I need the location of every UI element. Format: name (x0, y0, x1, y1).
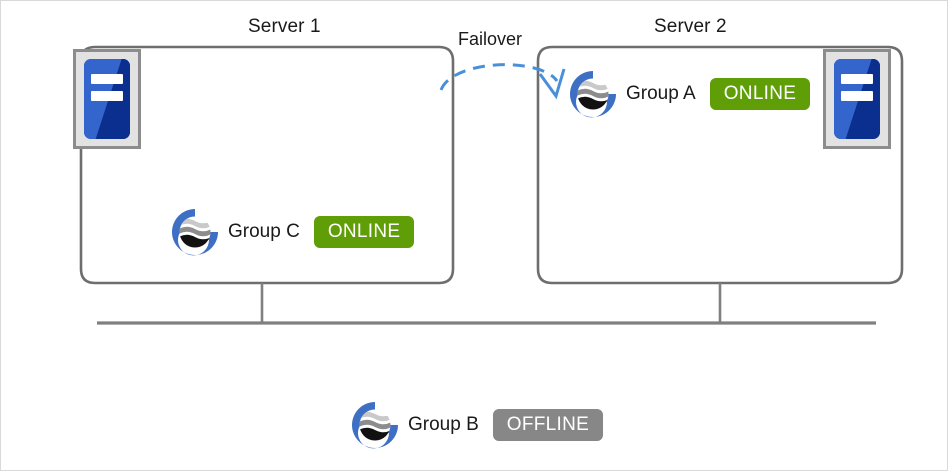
resource-group-row[interactable]: Group C ONLINE (169, 206, 415, 258)
resource-group-label: Group B (408, 414, 479, 435)
server-icon (73, 49, 141, 149)
resource-group-label: Group A (626, 83, 696, 104)
status-badge: OFFLINE (492, 409, 604, 441)
resource-group-icon (352, 402, 398, 449)
server-slot-bar (841, 91, 873, 101)
resource-group-icon (570, 71, 616, 118)
resource-group-row[interactable]: Group A ONLINE (567, 68, 811, 120)
server-chassis (834, 59, 880, 139)
status-badge: ONLINE (709, 78, 811, 110)
server-slot-bar (841, 74, 873, 84)
resource-group-icon (172, 209, 218, 256)
server-slot-bar (91, 91, 123, 101)
server-1-title: Server 1 (248, 16, 321, 37)
failover-label: Failover (458, 29, 523, 49)
resource-group-label: Group C (228, 221, 300, 242)
server-icon (823, 49, 891, 149)
failover-arrow-head (538, 68, 566, 100)
server-chassis (84, 59, 130, 139)
failover-arrow-curve (439, 63, 559, 91)
server-slot-bar (91, 74, 123, 84)
status-badge: ONLINE (313, 216, 415, 248)
server-2-title: Server 2 (654, 16, 727, 37)
resource-group-row[interactable]: Group B OFFLINE (349, 399, 604, 451)
